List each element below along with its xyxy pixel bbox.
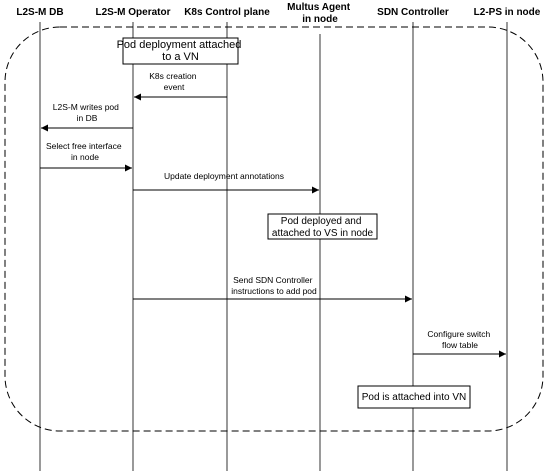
message-label-select-free-interface: Select free interface in node <box>46 141 124 162</box>
dashed-frame <box>4 26 544 432</box>
participant-k8s-control-plane: K8s Control plane <box>184 7 270 18</box>
participant-l2sm-db: L2S-M DB <box>16 7 63 18</box>
participant-l2sm-operator: L2S-M Operator <box>95 7 170 18</box>
message-label-update-deployment-annotations: Update deployment annotations <box>164 171 284 181</box>
note-pod-attached-box <box>357 385 471 409</box>
message-label-send-sdn-instructions: Send SDN Controller instructions to add … <box>231 275 317 296</box>
note-pod-deployed-box <box>267 213 378 240</box>
note-pod-attached-text: Pod is attached into VN <box>362 392 467 403</box>
message-label-k8s-creation-event: K8s creation event <box>149 71 199 92</box>
note-pod-deployed-text: Pod deployed and attached to VS in node <box>272 216 374 239</box>
participant-l2ps-node: L2-PS in node <box>474 7 541 18</box>
participant-multus-agent: Multus Agent in node <box>287 2 353 25</box>
participant-sdn-controller: SDN Controller <box>377 7 449 18</box>
note-pod-deployment-box <box>122 37 239 65</box>
message-label-configure-switch: Configure switch flow table <box>427 329 492 350</box>
message-label-writes-pod-in-db: L2S-M writes pod in DB <box>53 102 122 123</box>
note-pod-deployment-text: Pod deployment attached to a VN <box>117 39 245 63</box>
